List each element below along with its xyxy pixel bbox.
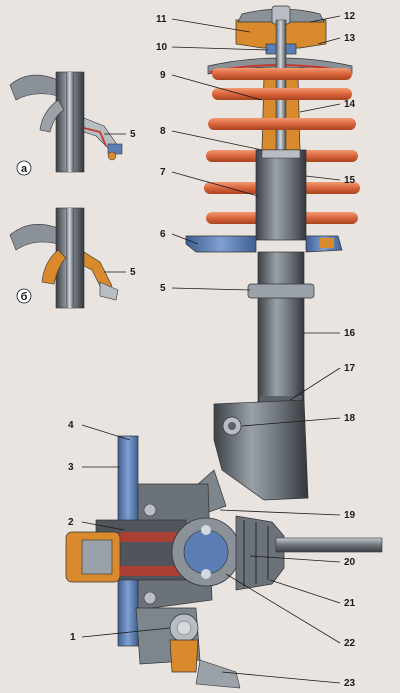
callout-13: 13 <box>344 33 356 44</box>
callout-12: 12 <box>344 11 356 22</box>
strut-assembly <box>179 5 360 521</box>
callout-21: 21 <box>344 598 356 609</box>
callout-6: 6 <box>160 229 166 240</box>
callout-14: 14 <box>344 99 356 110</box>
inset-a-letter: а <box>21 163 28 175</box>
callout-8: 8 <box>160 126 166 137</box>
callout-15: 15 <box>344 175 356 186</box>
callout-11: 11 <box>156 14 167 25</box>
callout-3: 3 <box>68 462 74 473</box>
inset-b-letter: б <box>21 291 28 303</box>
spring-coils <box>204 68 360 224</box>
callout-7: 7 <box>160 167 166 178</box>
inset-b-callout: 5 <box>130 267 136 278</box>
callout-18: 18 <box>344 413 356 424</box>
callout-5: 5 <box>160 283 166 294</box>
inset-a: а 5 <box>9 71 136 176</box>
callout-10: 10 <box>156 42 168 53</box>
callout-22: 22 <box>344 638 356 649</box>
callout-2: 2 <box>68 517 74 528</box>
callout-9: 9 <box>160 70 166 81</box>
callouts: 11 12 10 13 9 14 8 15 7 6 5 16 17 18 4 3 <box>68 11 356 689</box>
callout-20: 20 <box>344 557 356 568</box>
callout-4: 4 <box>68 420 74 431</box>
inset-a-callout: 5 <box>130 129 136 140</box>
inset-b: б 5 <box>9 207 136 309</box>
callout-1: 1 <box>70 632 76 643</box>
callout-19: 19 <box>344 510 356 521</box>
callout-16: 16 <box>344 328 356 339</box>
callout-23: 23 <box>344 678 356 689</box>
callout-17: 17 <box>344 363 356 374</box>
cv-joint <box>171 515 383 591</box>
ball-joint <box>135 607 241 689</box>
